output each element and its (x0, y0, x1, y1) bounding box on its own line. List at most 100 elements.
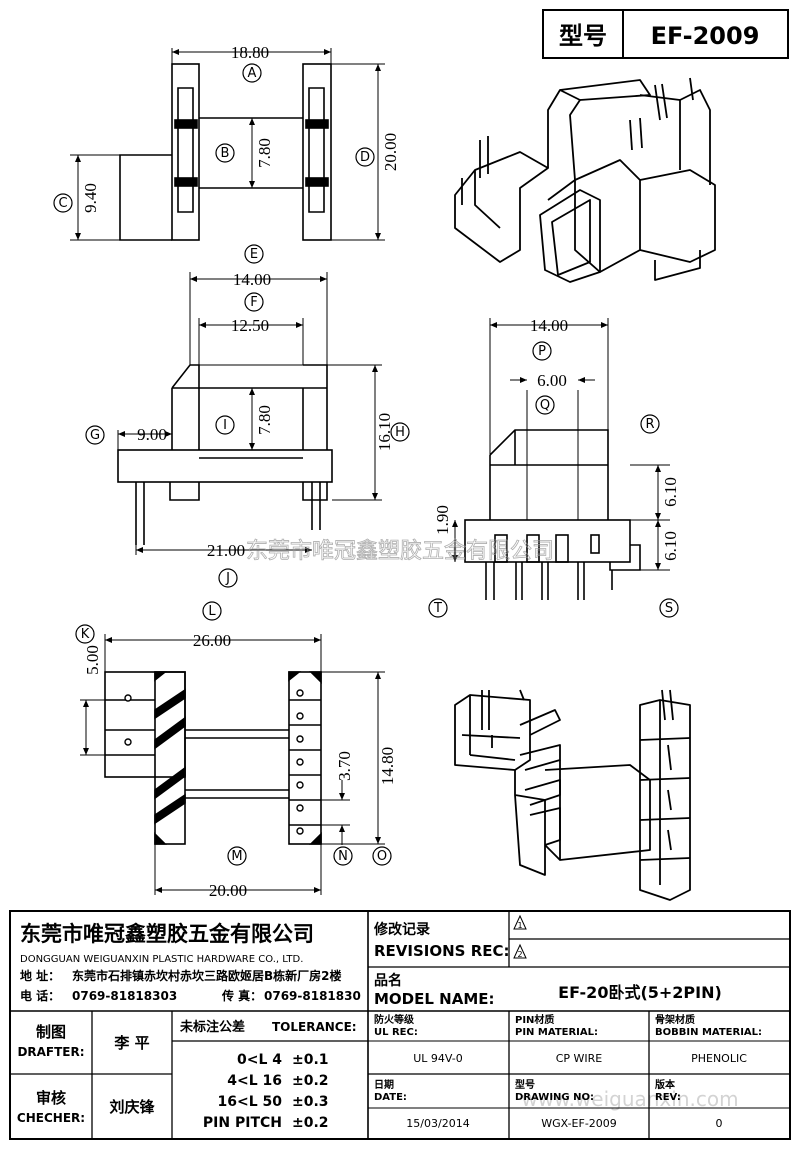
tolerance-range-1: 0<L 4 (237, 1052, 282, 1068)
model-value: EF-2009 (651, 22, 760, 50)
model-name-label-cn: 品名 (374, 972, 402, 989)
view-bottom-left (80, 634, 385, 895)
watermark-url: www.weiguanxin.com (521, 1087, 738, 1111)
fax: 0769-8181830 (264, 989, 361, 1003)
dim-e: 14.00 (233, 270, 271, 289)
tolerance-value-1: ±0.1 (292, 1052, 329, 1068)
dim-q: 6.00 (537, 371, 567, 390)
tolerance-value-4: ±0.2 (292, 1115, 329, 1131)
tel-label: 电 话： (20, 988, 60, 1003)
model-header: 型号 EF-2009 (542, 9, 789, 59)
marker-f: F (250, 295, 257, 310)
ul-label-en: UL REC: (374, 1027, 418, 1038)
dim-c: 9.40 (81, 183, 100, 213)
dim-k: 5.00 (83, 645, 102, 675)
fax-label: 传 真： (221, 988, 262, 1003)
dim-o: 14.80 (378, 747, 397, 785)
rev-mark-2: 2 (517, 950, 522, 959)
marker-n: N (338, 849, 348, 864)
tel: 0769-81818303 (72, 989, 177, 1003)
marker-q: Q (540, 398, 550, 413)
model-label: 型号 (559, 22, 607, 50)
checker-name: 刘庆锋 (109, 1098, 155, 1116)
marker-e: E (250, 247, 258, 262)
ul-value: UL 94V-0 (413, 1052, 463, 1065)
marker-j: J (225, 571, 230, 586)
dim-l: 26.00 (193, 631, 231, 650)
drawing-no-label-en: DRAWING NO: (515, 1092, 594, 1103)
dim-j: 21.00 (207, 541, 245, 560)
marker-r: R (645, 417, 654, 432)
tolerance-value-2: ±0.2 (292, 1073, 329, 1089)
checker-label-cn: 审核 (36, 1089, 66, 1107)
watermark-company: 东莞市唯冠鑫塑胶五金有限公司 (246, 539, 554, 564)
tolerance-range-3: 16<L 50 (218, 1094, 283, 1110)
ul-label-cn: 防火等级 (374, 1013, 415, 1026)
date-value: 15/03/2014 (406, 1117, 469, 1130)
checker-label-en: CHECHER: (17, 1111, 85, 1125)
tolerance-label-cn: 未标注公差 (179, 1019, 245, 1035)
marker-c: C (58, 196, 67, 211)
pin-material-label-en: PIN MATERIAL: (515, 1027, 598, 1038)
marker-a: A (248, 66, 257, 81)
dim-d: 20.00 (381, 133, 400, 171)
marker-i: I (223, 418, 227, 433)
dim-s: 6.10 (661, 531, 680, 561)
drawing-no-value: WGX-EF-2009 (541, 1117, 617, 1130)
view-front-left (117, 272, 382, 555)
drafter-name: 李 平 (113, 1034, 149, 1052)
tolerance-range-4: PIN PITCH (203, 1115, 282, 1131)
dim-t: 1.90 (433, 505, 452, 535)
dim-r: 6.10 (661, 477, 680, 507)
tolerance-label-en: TOLERANCE: (272, 1020, 357, 1034)
rev-value: 0 (716, 1117, 723, 1130)
circle-markers (53, 63, 679, 866)
dim-m: 20.00 (209, 881, 247, 900)
rev-label-cn: 版本 (655, 1078, 676, 1091)
title-block (9, 910, 791, 1140)
rev-label-en: REV: (655, 1092, 681, 1103)
tolerance-range-2: 4<L 16 (227, 1073, 282, 1089)
marker-m: M (231, 849, 242, 864)
date-label-cn: 日期 (374, 1078, 394, 1091)
dim-n: 3.70 (335, 751, 354, 781)
drafter-label-cn: 制图 (36, 1023, 66, 1041)
dim-h: 16.10 (375, 413, 394, 451)
marker-t: T (433, 601, 442, 616)
marker-s: S (665, 601, 673, 616)
pin-material-value: CP WIRE (556, 1052, 603, 1065)
marker-b: B (221, 146, 230, 161)
address-label: 地 址： (20, 968, 60, 983)
dim-b: 7.80 (255, 138, 274, 168)
pin-holes (124, 689, 304, 835)
marker-k: K (81, 627, 90, 642)
view-iso-bottom (454, 689, 691, 901)
company-name-en: DONGGUAN WEIGUANXIN PLASTIC HARDWARE CO.… (20, 954, 303, 965)
rev-mark-1: 1 (517, 921, 522, 930)
dim-i: 7.80 (255, 405, 274, 435)
dim-f: 12.50 (231, 316, 269, 335)
view-side-right (464, 318, 670, 600)
bobbin-material-value: PHENOLIC (691, 1052, 747, 1065)
dim-a: 18.80 (231, 43, 269, 62)
company-name-cn: 东莞市唯冠鑫塑胶五金有限公司 (20, 922, 314, 946)
drafter-label-en: DRAFTER: (17, 1045, 84, 1059)
date-label-en: DATE: (374, 1092, 407, 1103)
model-name-value: EF-20卧式(5+2PIN) (558, 983, 722, 1002)
pin-material-label-cn: PIN材质 (515, 1013, 554, 1026)
tolerance-value-3: ±0.3 (292, 1094, 329, 1110)
address: 东莞市石排镇赤坎村赤坎三路欧姬居B栋新厂房2楼 (72, 968, 342, 983)
marker-g: G (90, 428, 100, 443)
dim-p-top: 14.00 (530, 316, 568, 335)
revisions-label-cn: 修改记录 (373, 921, 430, 938)
marker-h: H (395, 425, 405, 440)
revisions-label-en: REVISIONS REC: (374, 942, 510, 960)
title-block-text: 东莞市唯冠鑫塑胶五金有限公司 DONGGUAN WEIGUANXIN PLAST… (17, 921, 762, 1131)
model-name-label-en: MODEL NAME: (374, 990, 495, 1008)
marker-l: L (208, 604, 216, 619)
bobbin-material-label-cn: 骨架材质 (655, 1013, 695, 1026)
view-iso-top (454, 77, 716, 283)
bobbin-material-label-en: BOBBIN MATERIAL: (655, 1027, 762, 1038)
circle-letters: A B C D E F G H I J K L M N O P Q R S T (58, 66, 673, 864)
